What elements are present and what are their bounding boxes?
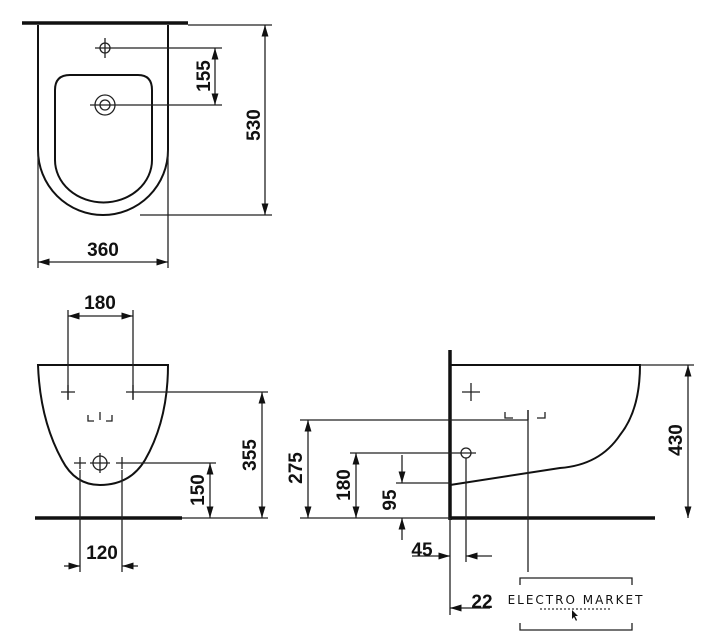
dim-180-side: 180	[334, 469, 355, 501]
dim-22: 22	[471, 592, 492, 613]
dim-95: 95	[380, 489, 401, 511]
side-view: 275 180 95 45 22 430	[286, 350, 694, 615]
dim-120: 120	[86, 543, 118, 564]
dim-180-front: 180	[84, 293, 116, 314]
dim-530: 530	[244, 109, 265, 141]
dim-45: 45	[411, 540, 433, 561]
dim-150: 150	[188, 474, 209, 506]
dim-355: 355	[240, 439, 261, 471]
dim-275: 275	[286, 452, 307, 484]
watermark-logo: ELECTRO MARKET	[492, 577, 645, 631]
watermark-brand: ELECTRO MARKET	[508, 593, 645, 607]
front-view: 180 355 150 120	[35, 293, 268, 572]
dim-155: 155	[194, 60, 215, 92]
top-view: 155 530 360	[22, 21, 272, 268]
dim-430: 430	[666, 424, 687, 456]
dim-360: 360	[87, 240, 119, 261]
